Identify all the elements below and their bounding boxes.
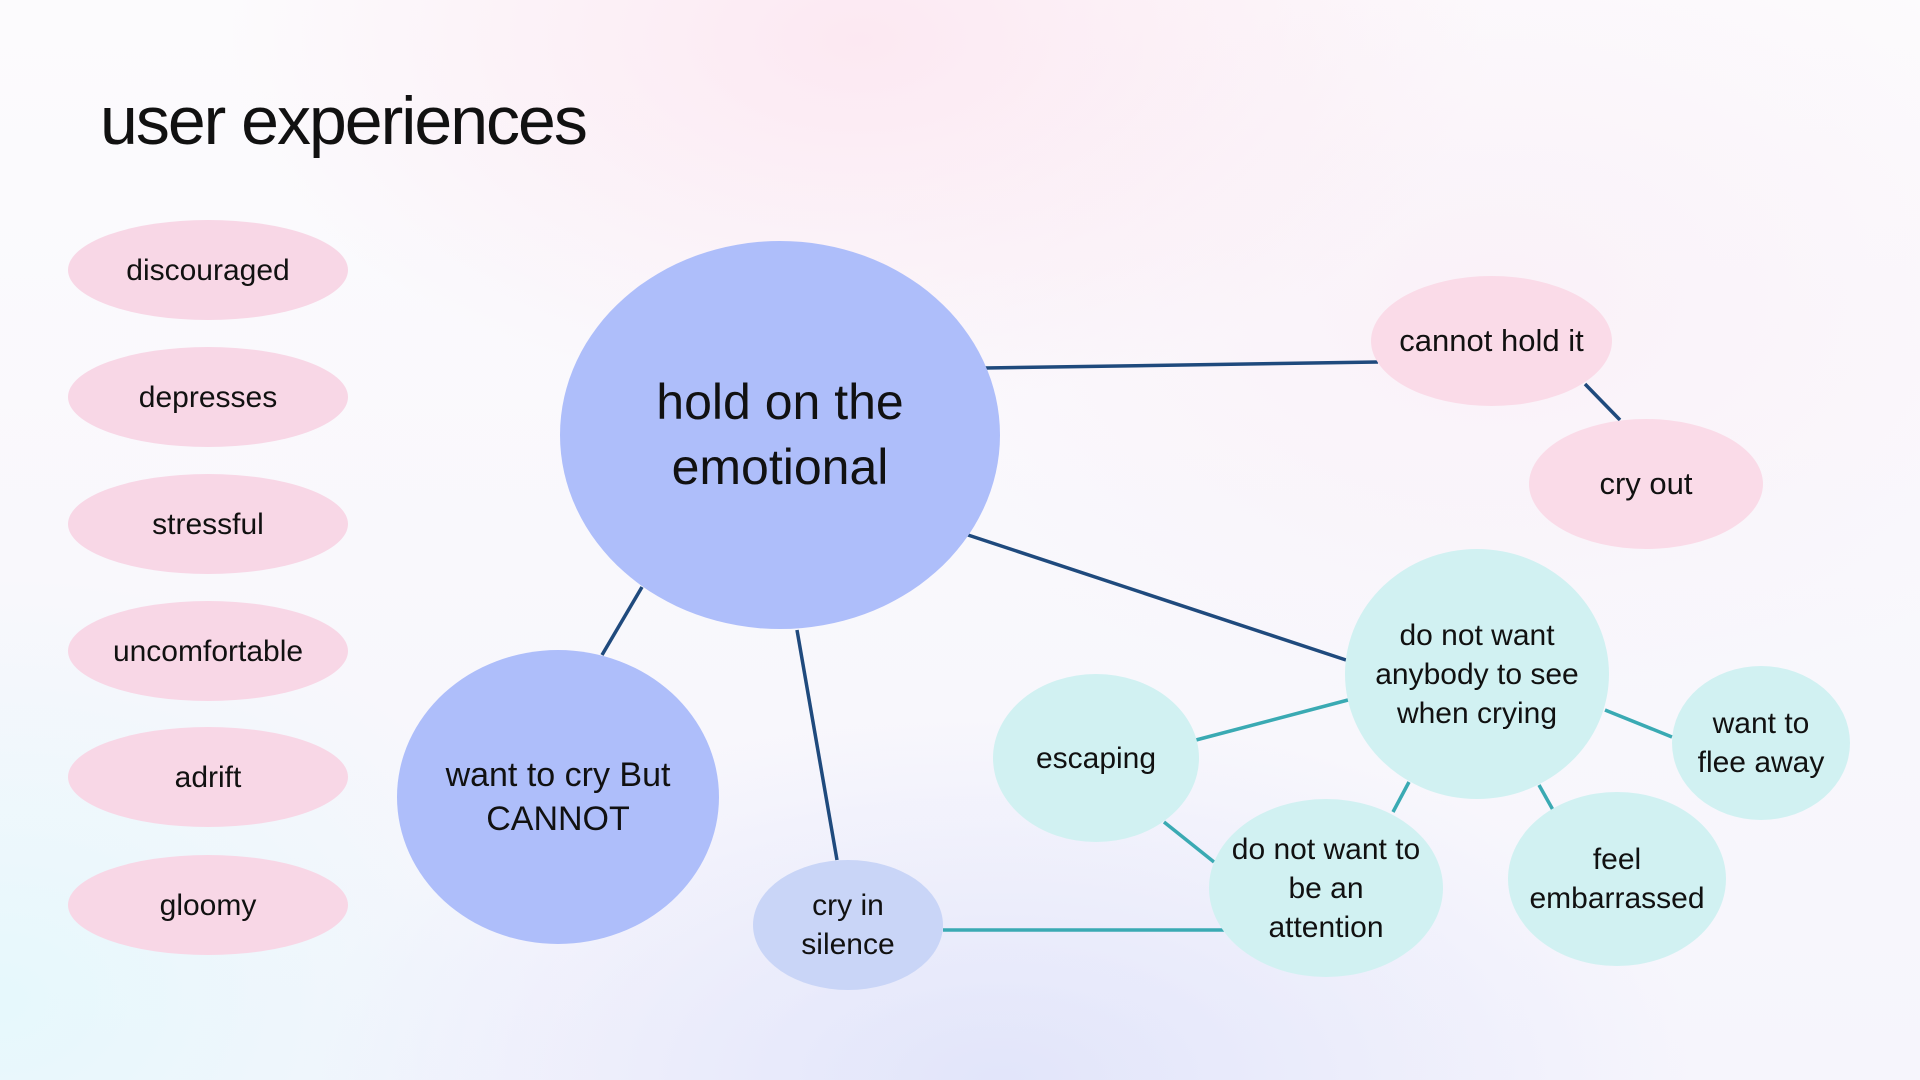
not-want-see-node: do not want anybody to see when crying bbox=[1345, 549, 1609, 799]
link-hold-not-want-see bbox=[967, 533, 1347, 662]
link-escaping-not-attention bbox=[1162, 820, 1216, 864]
link-escaping-not-want-see bbox=[1195, 698, 1349, 742]
cry-silence-node: cry in silence bbox=[753, 860, 943, 990]
link-cannot-hold-cry-out bbox=[1583, 382, 1622, 422]
cannot-hold-node: cannot hold it bbox=[1371, 276, 1612, 406]
link-not-want-see-embarrassed bbox=[1537, 784, 1555, 811]
hold-emotional-node: hold on the emotional bbox=[560, 241, 1000, 629]
feeling-tag: gloomy bbox=[68, 855, 348, 955]
page-title: user experiences bbox=[100, 83, 588, 159]
escaping-node: escaping bbox=[993, 674, 1199, 842]
feeling-tag: depresses bbox=[68, 347, 348, 447]
link-hold-want-cry bbox=[600, 586, 644, 656]
feeling-tag: stressful bbox=[68, 474, 348, 574]
feeling-tag: uncomfortable bbox=[68, 601, 348, 701]
link-not-want-see-flee bbox=[1604, 708, 1673, 739]
feeling-tag: discouraged bbox=[68, 220, 348, 320]
link-hold-cry-silence bbox=[795, 629, 839, 861]
embarrassed-node: feel embarrassed bbox=[1508, 792, 1726, 966]
link-hold-cannot-hold bbox=[984, 360, 1379, 370]
not-attention-node: do not want to be an attention bbox=[1209, 799, 1443, 977]
want-cry-node: want to cry But CANNOT bbox=[397, 650, 719, 944]
flee-away-node: want to flee away bbox=[1672, 666, 1850, 820]
link-not-want-see-not-attention bbox=[1391, 781, 1411, 813]
cry-out-node: cry out bbox=[1529, 419, 1763, 549]
feeling-tag: adrift bbox=[68, 727, 348, 827]
